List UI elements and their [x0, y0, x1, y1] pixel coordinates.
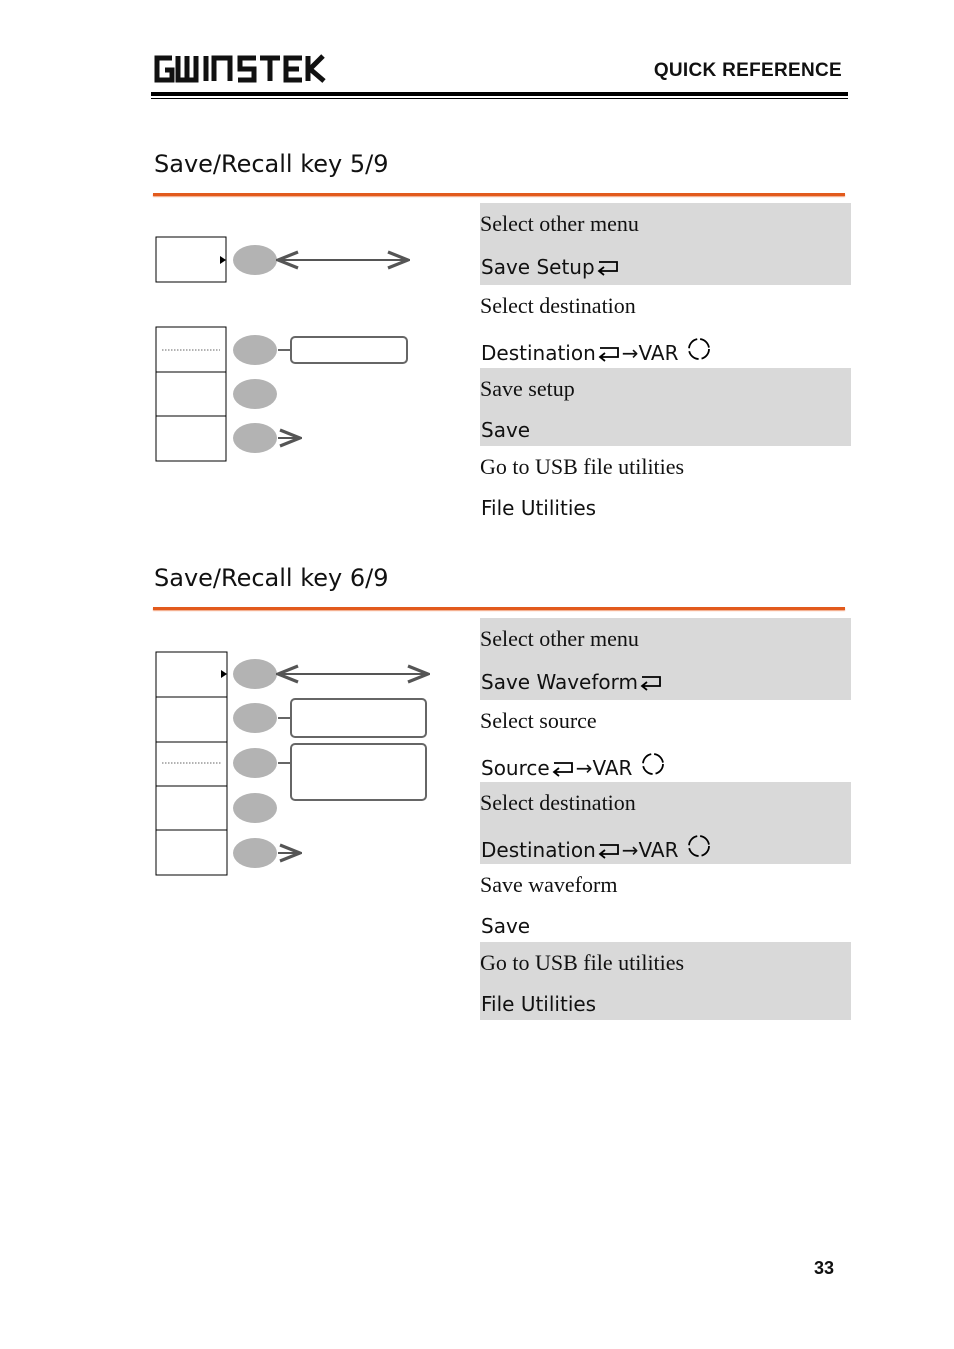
softkey-label[interactable]: Destination →VAR [481, 337, 713, 365]
var-text: →VAR [621, 838, 679, 862]
softkey-label[interactable]: File Utilities [481, 992, 596, 1016]
softkey-diagram-5-9 [155, 236, 450, 462]
section-title-5-9: Save/Recall key 5/9 [154, 150, 389, 178]
softkey-text: Save [481, 418, 531, 442]
menu-row: Select other menu Save Setup [480, 203, 851, 285]
menu-row: Save waveform Save [480, 864, 851, 942]
softkey-button-2[interactable] [233, 703, 277, 733]
menu-description: Go to USB file utilities [480, 454, 685, 479]
var-knob-icon [641, 753, 664, 775]
return-arrow-icon [640, 676, 661, 691]
menu-description: Go to USB file utilities [480, 950, 685, 975]
softkey-button-4[interactable] [233, 793, 277, 823]
header-title: QUICK REFERENCE [653, 60, 842, 81]
side-menu-box [155, 326, 227, 462]
softkey-text: Destination [481, 341, 596, 365]
destination-value-box [290, 743, 427, 801]
menu-description: Select destination [480, 293, 636, 318]
triangle-marker-icon [220, 256, 226, 264]
softkey-label[interactable]: File Utilities [481, 496, 596, 520]
page-number: 33 [813, 1258, 834, 1278]
header-rule-thin [151, 98, 848, 99]
var-text: →VAR [621, 341, 679, 365]
gw-instek-logo [154, 54, 326, 83]
softkey-label[interactable]: Source →VAR [481, 752, 667, 780]
softkey-text: File Utilities [481, 992, 597, 1016]
softkey-label[interactable]: Save Waveform [481, 670, 664, 694]
var-knob-icon [687, 835, 710, 857]
menu-row: Select destination Destination →VAR [480, 285, 851, 367]
menu-row: Save setup Save [480, 368, 851, 446]
return-arrow-icon [552, 762, 573, 777]
section-rule [153, 607, 845, 610]
destination-value-box [290, 336, 408, 364]
return-arrow-icon [598, 844, 619, 859]
return-arrow-icon [598, 347, 619, 362]
softkey-text: Save Setup [481, 255, 595, 279]
softkey-text: File Utilities [481, 496, 597, 520]
menu-row: Select other menu Save Waveform [480, 618, 851, 700]
softkey-label[interactable]: Save Setup [481, 255, 621, 279]
softkey-button-3[interactable] [233, 748, 277, 778]
softkey-button-3[interactable] [233, 379, 277, 409]
menu-description: Select other menu [480, 211, 639, 236]
var-text: →VAR [575, 756, 633, 780]
menu-description: Save setup [480, 376, 575, 401]
softkey-button-2[interactable] [233, 335, 277, 365]
softkey-text: Save [481, 914, 531, 938]
menu-description: Select other menu [480, 626, 639, 651]
softkey-label[interactable]: Destination →VAR [481, 834, 713, 862]
softkey-label[interactable]: Save [481, 914, 530, 938]
menu-description: Select destination [480, 790, 636, 815]
side-menu-box [155, 651, 228, 876]
menu-row: Go to USB file utilities File Utilities [480, 446, 851, 524]
softkey-button-4[interactable] [233, 423, 277, 453]
menu-row: Select source Source →VAR [480, 700, 851, 782]
softkey-text: Source [481, 756, 550, 780]
section-title-6-9: Save/Recall key 6/9 [154, 564, 389, 592]
menu-description: Save waveform [480, 872, 618, 897]
softkey-button-5[interactable] [233, 838, 277, 868]
var-knob-icon [687, 338, 710, 360]
menu-description: Select source [480, 708, 597, 733]
menu-row: Select destination Destination →VAR [480, 782, 851, 864]
softkey-text: Destination [481, 838, 596, 862]
triangle-marker-icon [221, 670, 227, 678]
softkey-button-1[interactable] [233, 659, 277, 689]
menu-row: Go to USB file utilities File Utilities [480, 942, 851, 1020]
source-value-box [290, 698, 427, 738]
return-arrow-icon [597, 261, 618, 276]
softkey-text: Save Waveform [481, 670, 638, 694]
section-rule [153, 193, 845, 196]
softkey-button-1[interactable] [233, 245, 277, 275]
header-rule [151, 92, 848, 96]
softkey-diagram-6-9 [155, 651, 450, 876]
softkey-label[interactable]: Save [481, 418, 530, 442]
menu-key-box [155, 236, 227, 283]
